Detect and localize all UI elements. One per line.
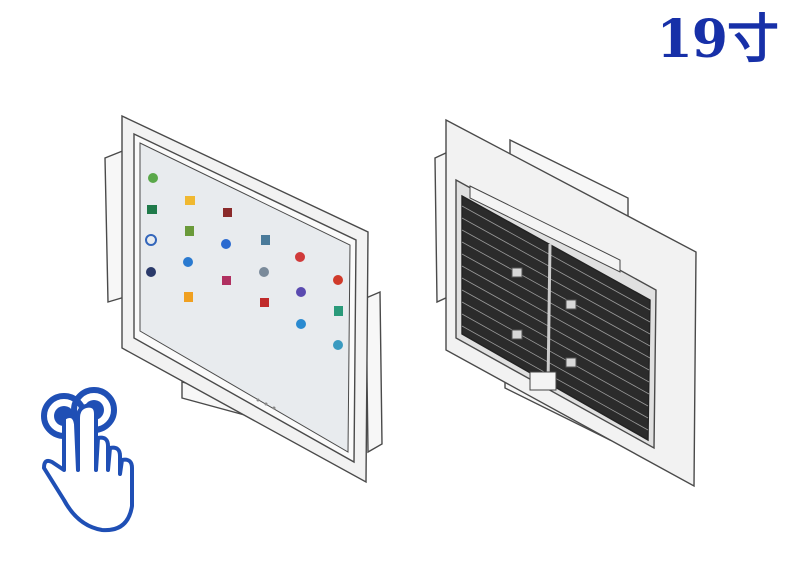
camera-app-icon bbox=[261, 235, 270, 245]
calendar-app-icon bbox=[260, 298, 269, 307]
settings-app-icon bbox=[259, 267, 269, 277]
purple-app-icon bbox=[296, 287, 306, 297]
folder-app-icon bbox=[185, 196, 195, 205]
gift-app-icon bbox=[223, 208, 232, 217]
green-app-icon bbox=[148, 173, 158, 183]
app-icon-grid bbox=[145, 173, 343, 350]
io-connector-panel bbox=[469, 185, 621, 273]
rear-label-plate bbox=[529, 371, 557, 391]
image-app-icon bbox=[147, 205, 157, 214]
red-circle-app-icon bbox=[333, 275, 343, 285]
multi-touch-hand-icon bbox=[41, 387, 134, 533]
info-app-icon bbox=[295, 252, 305, 262]
download-app-icon bbox=[334, 306, 343, 316]
globe-app-icon bbox=[183, 257, 193, 267]
search-app-icon bbox=[145, 234, 157, 246]
touch-screen bbox=[139, 142, 351, 453]
blue-circle-app-icon bbox=[221, 239, 231, 249]
gallery-app-icon bbox=[222, 276, 231, 285]
back-view-monitor bbox=[434, 118, 697, 488]
front-view-monitor bbox=[104, 114, 383, 484]
size-label: 19寸 bbox=[656, 9, 779, 70]
notes-app-icon bbox=[185, 226, 194, 236]
blue-app-icon bbox=[296, 319, 306, 329]
dark-circle-app-icon bbox=[146, 267, 156, 277]
teal-app-icon bbox=[333, 340, 343, 350]
document-app-icon bbox=[184, 292, 193, 302]
right-mounting-bracket bbox=[365, 290, 383, 454]
